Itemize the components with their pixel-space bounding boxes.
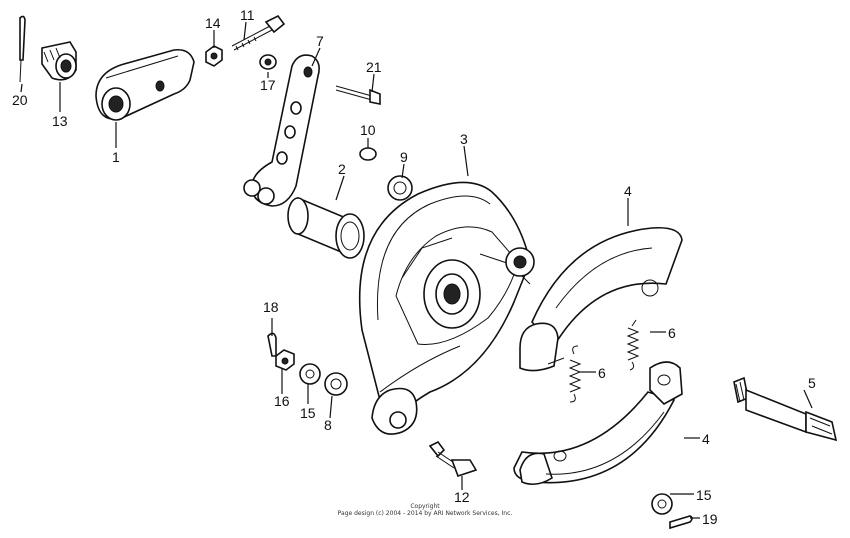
callout-6-right: 6 <box>668 325 676 341</box>
part-21-bolt <box>335 85 381 105</box>
part-5-brake-cam <box>733 376 838 442</box>
callout-13: 13 <box>52 113 68 129</box>
part-19-cotter-pin <box>669 515 693 530</box>
part-2-spacer <box>287 196 365 259</box>
part-9-washer <box>387 175 413 201</box>
part-12-pivot-bolt <box>428 440 478 478</box>
part-11-bolt <box>231 14 286 51</box>
part-18-cotter-pin <box>267 332 277 357</box>
callout-16: 16 <box>274 393 290 409</box>
part-6-spring-right <box>626 319 640 371</box>
callout-10: 10 <box>360 122 376 138</box>
part-4-brake-shoe-lower <box>513 361 683 486</box>
part-15-washer-lower <box>651 493 673 515</box>
part-6-spring-left <box>568 345 582 403</box>
callout-2: 2 <box>338 161 346 177</box>
callout-15-left: 15 <box>300 405 316 421</box>
part-10-clip <box>359 147 377 161</box>
callout-21: 21 <box>366 59 382 75</box>
callout-7: 7 <box>316 33 324 49</box>
part-7-stopper-arm <box>243 54 320 207</box>
callout-19: 19 <box>702 511 718 527</box>
callout-14: 14 <box>205 15 221 31</box>
callout-11: 11 <box>240 7 255 23</box>
callout-12: 12 <box>454 489 470 505</box>
callout-18: 18 <box>263 299 279 315</box>
leader-lines <box>20 21 813 519</box>
part-17-washer <box>259 54 277 70</box>
part-8-washer <box>324 372 348 396</box>
part-15-washer <box>299 363 321 385</box>
callout-4-lower: 4 <box>702 431 710 447</box>
copyright-notice: Copyright Page design (c) 2004 - 2014 by… <box>338 503 513 517</box>
copyright-line-2: Page design (c) 2004 - 2014 by ARI Netwo… <box>338 510 513 517</box>
callout-17: 17 <box>260 77 276 93</box>
callout-3: 3 <box>460 131 468 147</box>
copyright-line-1: Copyright <box>410 503 440 510</box>
callout-6-left: 6 <box>598 365 606 381</box>
callout-15-right: 15 <box>696 487 712 503</box>
part-3-brake-panel <box>358 181 535 435</box>
part-14-nut <box>205 45 223 67</box>
callout-1: 1 <box>112 149 120 165</box>
part-13-bushing <box>41 41 77 81</box>
part-4-brake-shoe-upper <box>519 226 683 372</box>
callout-8: 8 <box>324 417 332 433</box>
callout-labels: 20 13 1 14 11 17 7 21 10 9 2 3 4 6 6 4 5… <box>12 7 816 527</box>
part-16-nut <box>275 349 295 371</box>
callout-5: 5 <box>808 375 816 391</box>
part-20-cotter-pin <box>19 15 26 83</box>
callout-4-upper: 4 <box>624 183 632 199</box>
callout-9: 9 <box>400 149 408 165</box>
part-1-brake-arm <box>95 48 195 121</box>
callout-20: 20 <box>12 92 28 108</box>
